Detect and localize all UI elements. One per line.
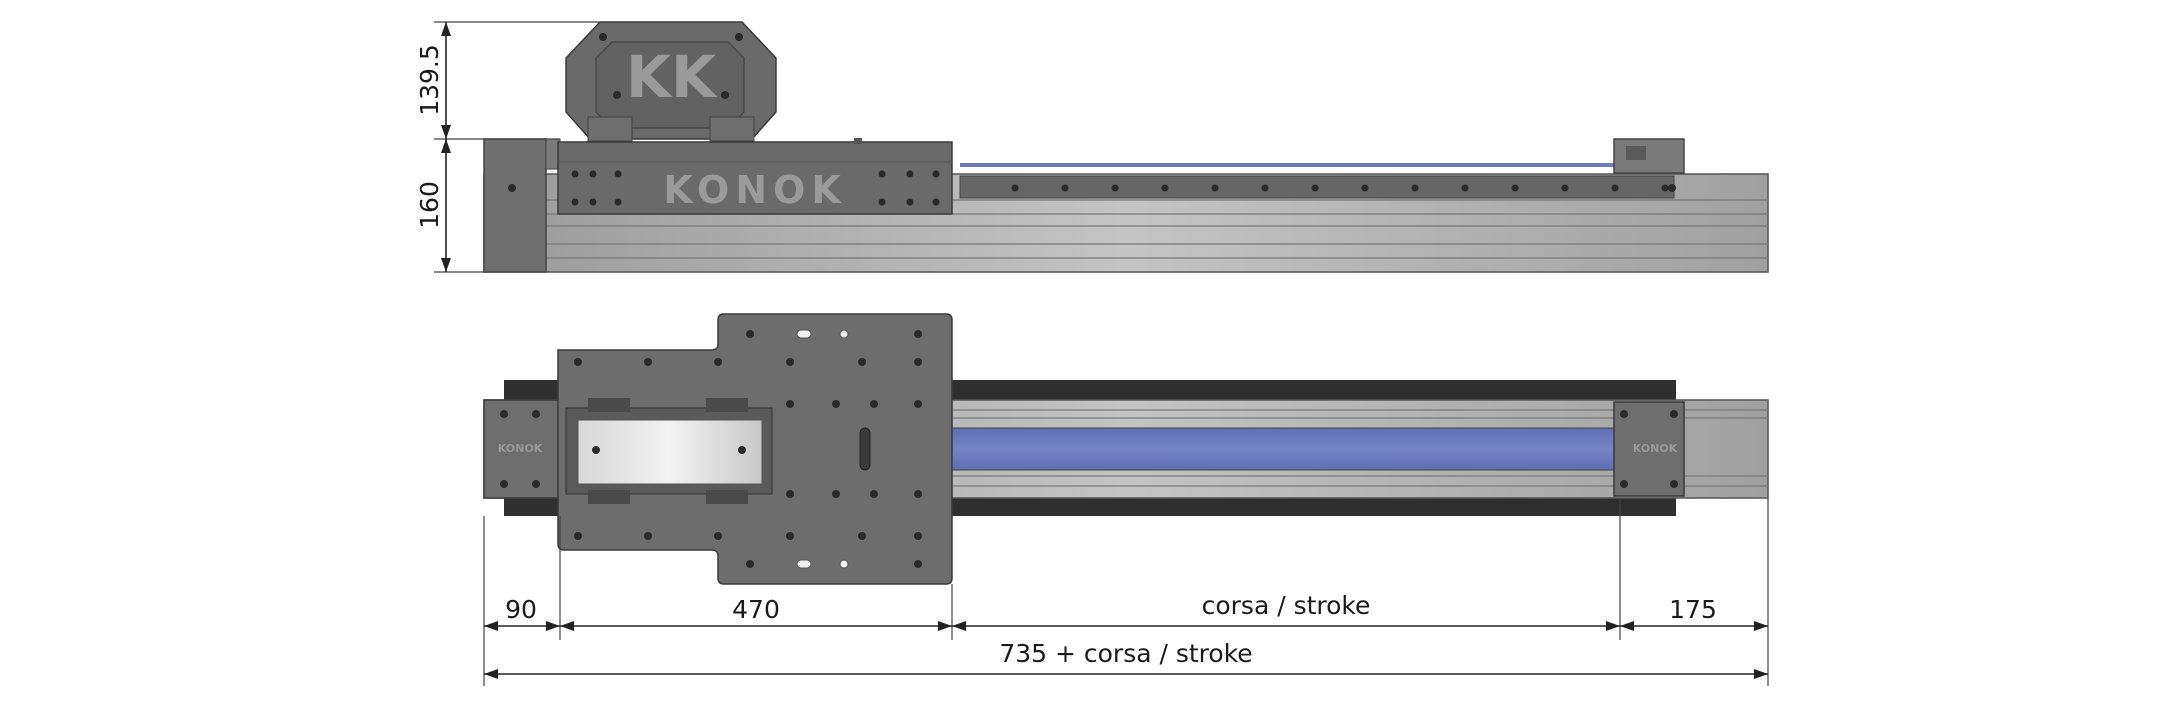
monogram-logo: KK	[626, 43, 718, 111]
drive-belt	[949, 427, 1617, 471]
dim-total: 735 + corsa / stroke	[999, 639, 1252, 668]
top-left-endcap	[483, 399, 561, 499]
dimension-lines	[434, 21, 1769, 686]
belt-clamp	[577, 419, 763, 485]
carriage-top-bolts	[574, 330, 922, 568]
dim-stroke: corsa / stroke	[1202, 591, 1371, 620]
side-left-endcap	[483, 138, 547, 273]
top-view: KONOK KONOK	[483, 313, 1769, 585]
carriage-slot	[859, 427, 871, 471]
dim-right-end: 175	[1669, 595, 1717, 624]
dim-left-end: 90	[505, 595, 537, 624]
carriage-logo: KONOK	[663, 168, 847, 212]
dim-height-base: 160	[415, 181, 444, 229]
side-carriage	[557, 141, 953, 215]
left-endcap-logo: KONOK	[498, 442, 543, 455]
dim-carriage: 470	[732, 595, 780, 624]
side-view: KK KONOK	[483, 21, 1769, 273]
top-right-endblock	[1613, 401, 1685, 497]
carriage-side-bolts	[571, 170, 940, 206]
side-right-endblock	[1613, 138, 1685, 174]
dim-height-top: 139.5	[415, 44, 444, 116]
right-endblock-logo: KONOK	[1633, 442, 1678, 455]
side-guide-bolts	[1011, 184, 1669, 192]
